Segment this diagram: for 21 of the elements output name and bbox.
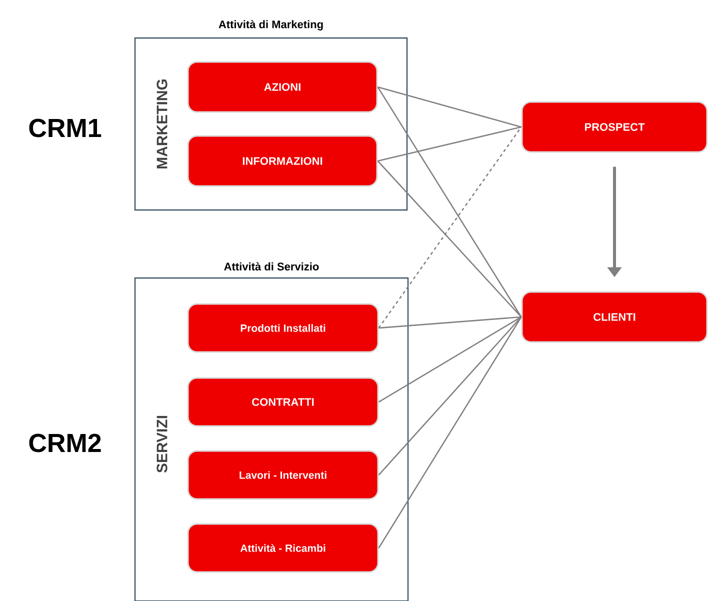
connector xyxy=(378,316,522,329)
process-box: PROSPECT xyxy=(521,101,708,153)
connector xyxy=(377,160,522,318)
connector xyxy=(378,86,522,128)
connector xyxy=(378,316,522,403)
process-box: INFORMAZIONI xyxy=(187,135,378,187)
node-label: Attività di Servizio xyxy=(224,262,319,270)
connector xyxy=(377,86,522,318)
process-box: CLIENTI xyxy=(521,291,708,343)
node-label: Attività di Marketing xyxy=(218,20,323,30)
process-box: Prodotti Installati xyxy=(187,303,379,353)
side-label: CRM2 xyxy=(29,434,101,452)
process-box: Attività - Ricambi xyxy=(187,523,379,573)
process-box: AZIONI xyxy=(187,61,378,113)
connector xyxy=(378,126,522,328)
side-label: CRM1 xyxy=(29,118,102,138)
process-box: Lavori - Interventi xyxy=(187,450,379,500)
connector xyxy=(378,316,522,548)
process-box: CONTRATTI xyxy=(187,377,379,427)
connector xyxy=(378,316,522,476)
connector xyxy=(378,126,522,162)
